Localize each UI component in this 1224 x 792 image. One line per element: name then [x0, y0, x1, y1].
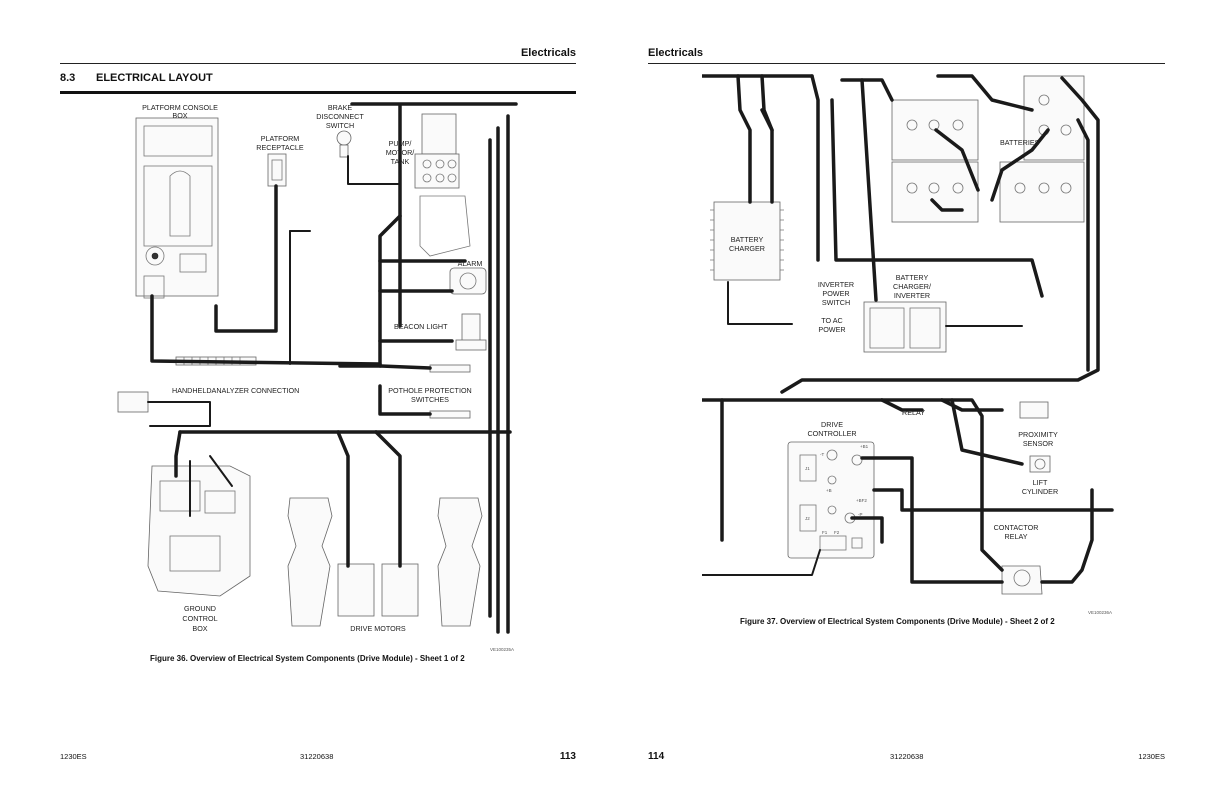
label-brake-2: DISCONNECT	[316, 112, 364, 121]
label-pump-2: MOTOR/	[386, 148, 415, 157]
terminal-b: +B	[826, 488, 832, 493]
terminal-bf2: +BF2	[856, 498, 867, 503]
label-brake-1: BRAKE	[328, 103, 353, 112]
label-pothole-1: POTHOLE PROTECTION	[388, 386, 471, 395]
label-inverter-1: BATTERY	[896, 273, 929, 282]
figure-36-svg: PLATFORM CONSOLE BOX BRAKE DISCONNECT SW…	[117, 102, 518, 652]
label-charger-2: CHARGER	[729, 244, 765, 253]
figure-36-caption: Figure 36. Overview of Electrical System…	[150, 654, 465, 663]
analyzer-connector-drawing	[117, 356, 257, 413]
terminal-f2: F2	[834, 530, 840, 535]
label-charger-1: BATTERY	[731, 235, 764, 244]
label-receptacle-1: PLATFORM	[261, 134, 300, 143]
brake-disconnect-switch-drawing	[336, 130, 352, 158]
platform-receptacle-drawing	[267, 153, 287, 187]
label-lift-2: CYLINDER	[1022, 487, 1058, 496]
right-header-title: Electricals	[648, 47, 704, 59]
alarm-drawing	[449, 267, 487, 295]
label-platform-console-1: PLATFORM CONSOLE	[142, 103, 218, 112]
figure-37-svg: BATTERIES BATTERY CHARGER INVERTER POWER…	[702, 74, 1114, 615]
proximity-sensor-drawing	[1019, 401, 1049, 419]
label-ac-power-1: TO AC	[821, 316, 842, 325]
label-drive-controller-2: CONTROLLER	[807, 429, 856, 438]
label-pothole-2: SWITCHES	[411, 395, 449, 404]
figure-36-ref: VE100235A	[490, 647, 514, 652]
section-number: 8.3	[60, 72, 76, 84]
label-pump-1: PUMP/	[389, 139, 412, 148]
label-ground-3: BOX	[192, 624, 207, 633]
section-rule	[60, 91, 576, 94]
page-number-113: 113	[559, 751, 576, 762]
page-number-114: 114	[648, 751, 665, 762]
contactor-relay-drawing	[1001, 565, 1043, 595]
label-platform-console-2: BOX	[172, 111, 187, 120]
label-ground-1: GROUND	[184, 604, 216, 613]
left-footer-doc: 31220638	[300, 752, 334, 761]
label-brake-3: SWITCH	[326, 121, 354, 130]
figure-37-caption: Figure 37. Overview of Electrical System…	[740, 617, 1055, 626]
right-footer-model: 1230ES	[1138, 752, 1165, 761]
page-114: Electricals	[612, 0, 1224, 792]
label-pump-3: TANK	[391, 157, 410, 166]
label-relay: RELAY	[902, 408, 925, 417]
terminal-t: -T	[820, 452, 824, 457]
label-inverter-2: CHARGER/	[893, 282, 931, 291]
figure-36-diagram: PLATFORM CONSOLE BOX BRAKE DISCONNECT SW…	[100, 96, 520, 656]
terminal-p: -P	[858, 512, 863, 517]
terminal-j1: J1	[805, 466, 810, 471]
section-heading: 8.3 ELECTRICAL LAYOUT	[60, 72, 213, 84]
terminal-j2: J2	[805, 516, 810, 521]
label-beacon-light: BEACON LIGHT	[394, 322, 448, 331]
drive-motors-drawing	[287, 497, 483, 627]
label-proximity-2: SENSOR	[1023, 439, 1053, 448]
label-analyzer: HANDHELDANALYZER CONNECTION	[172, 386, 299, 395]
left-footer-model: 1230ES	[60, 752, 87, 761]
label-lift-1: LIFT	[1033, 478, 1048, 487]
right-header-rule	[648, 63, 1165, 64]
label-inverter-3: INVERTER	[894, 291, 930, 300]
terminal-b1: +B1	[860, 444, 869, 449]
beacon-light-drawing	[455, 313, 487, 351]
battery-charger-drawing	[710, 201, 784, 281]
page-113: Electricals 8.3 ELECTRICAL LAYOUT	[60, 47, 576, 762]
left-header-rule	[60, 63, 576, 64]
label-batteries: BATTERIES	[1000, 138, 1040, 147]
label-receptacle-2: RECEPTACLE	[256, 143, 304, 152]
platform-console-box-drawing	[135, 117, 219, 299]
ground-control-box-drawing	[147, 465, 251, 597]
label-ac-power-2: POWER	[818, 325, 845, 334]
label-inverter-switch-3: SWITCH	[822, 298, 850, 307]
label-drive-motors: DRIVE MOTORS	[350, 624, 406, 633]
inverter-drawing	[863, 301, 947, 353]
label-inverter-switch-2: POWER	[822, 289, 849, 298]
label-alarm: ALARM	[458, 259, 483, 268]
figure-37-ref: VE100236A	[1088, 610, 1112, 615]
label-contactor-1: CONTACTOR	[994, 523, 1039, 532]
wiring-harness-sheet2	[702, 74, 1114, 584]
section-title: ELECTRICAL LAYOUT	[96, 72, 213, 84]
drive-controller-drawing	[787, 441, 875, 559]
figure-37-diagram: BATTERIES BATTERY CHARGER INVERTER POWER…	[702, 70, 1122, 620]
label-proximity-1: PROXIMITY	[1018, 430, 1058, 439]
label-ground-2: CONTROL	[182, 614, 217, 623]
terminal-f1: F1	[822, 530, 828, 535]
label-contactor-2: RELAY	[1004, 532, 1027, 541]
label-inverter-switch-1: INVERTER	[818, 280, 854, 289]
lift-cylinder-drawing	[1029, 455, 1051, 473]
wiring-harness	[147, 102, 518, 634]
right-footer-doc: 31220638	[890, 752, 924, 761]
left-header-title: Electricals	[520, 47, 576, 59]
label-drive-controller-1: DRIVE	[821, 420, 843, 429]
pump-motor-tank-drawing	[414, 113, 471, 257]
